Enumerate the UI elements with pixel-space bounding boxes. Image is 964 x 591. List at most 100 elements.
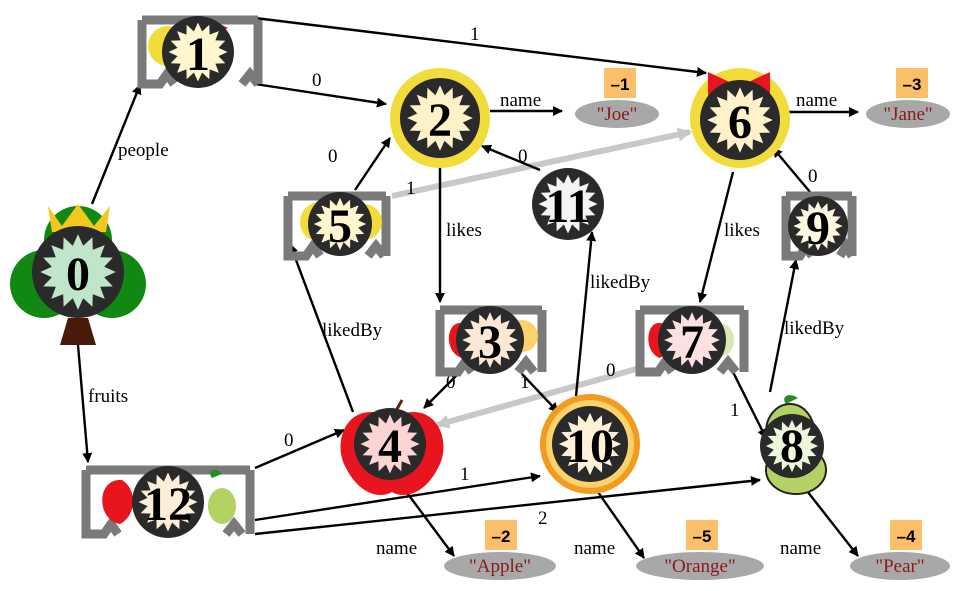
node-starburst bbox=[462, 312, 518, 368]
edge-label: fruits bbox=[88, 386, 128, 407]
edge-9-6 bbox=[772, 147, 811, 193]
edge-label: 0 bbox=[518, 146, 528, 167]
node-label-10: 10 bbox=[566, 420, 614, 473]
edge-4-name bbox=[401, 485, 455, 557]
edge-label: likes bbox=[724, 220, 760, 241]
node-2[interactable] bbox=[400, 78, 480, 158]
edge-0-12 bbox=[76, 344, 93, 463]
edge-label: 0 bbox=[284, 430, 294, 451]
node-label-6: 6 bbox=[728, 96, 752, 149]
node-label-4: 4 bbox=[378, 420, 402, 473]
edge-label: name bbox=[574, 538, 615, 559]
edge-label: likedBy bbox=[590, 272, 651, 293]
edge-label: name bbox=[780, 538, 821, 559]
edge-3-10 bbox=[521, 373, 559, 413]
edge-11-2 bbox=[481, 144, 541, 172]
edge-label: 0 bbox=[606, 360, 616, 381]
node-1[interactable] bbox=[162, 16, 234, 88]
node-label-1: 1 bbox=[186, 28, 210, 81]
node-label-3: 3 bbox=[478, 316, 502, 369]
node-starburst bbox=[765, 419, 819, 473]
node-starburst bbox=[168, 22, 228, 82]
edge-label: people bbox=[118, 140, 169, 161]
node-label-11: 11 bbox=[545, 180, 590, 233]
edges bbox=[76, 16, 859, 559]
edge-label: 1 bbox=[460, 464, 470, 485]
edge-12-4 bbox=[254, 428, 345, 470]
value-id-badge: –2 bbox=[492, 527, 511, 546]
node-label-0: 0 bbox=[66, 248, 90, 301]
edge-0-1 bbox=[90, 84, 142, 205]
value-id-badge: –1 bbox=[611, 75, 630, 94]
array-frame bbox=[435, 305, 547, 377]
node-starburst bbox=[538, 174, 598, 234]
node-4[interactable] bbox=[354, 408, 426, 480]
value-node: –1 "Joe" bbox=[575, 68, 659, 128]
value-id-badge: –5 bbox=[693, 527, 712, 546]
crown-icon bbox=[48, 204, 110, 232]
array-frame bbox=[781, 191, 857, 261]
value-string: "Orange" bbox=[664, 556, 735, 577]
node-8[interactable] bbox=[760, 414, 824, 478]
edge-label: likedBy bbox=[784, 318, 845, 339]
node-labels: 0 1 2 3 4 5 6 7 8 9 10 11 12 bbox=[66, 28, 830, 531]
array-frame bbox=[283, 191, 391, 261]
node-starburst bbox=[40, 234, 116, 310]
node-9[interactable] bbox=[788, 196, 848, 256]
edge-label: name bbox=[500, 90, 541, 111]
edge-3-4 bbox=[423, 373, 459, 409]
edge-8-9 bbox=[768, 259, 800, 393]
node-10[interactable] bbox=[552, 406, 628, 482]
edge-1-6 bbox=[254, 16, 707, 77]
edge-label: 0 bbox=[312, 70, 322, 91]
value-string: "Joe" bbox=[597, 104, 638, 125]
node-6[interactable] bbox=[700, 80, 780, 160]
value-id-badge: –4 bbox=[897, 527, 916, 546]
node-label-9: 9 bbox=[806, 202, 830, 255]
node-3[interactable] bbox=[456, 306, 524, 374]
edge-label: 1 bbox=[730, 400, 740, 421]
node-7[interactable] bbox=[658, 306, 726, 374]
node-label-8: 8 bbox=[780, 420, 804, 473]
array-frame bbox=[635, 305, 749, 377]
edge-5-6 bbox=[391, 127, 692, 199]
node-label-7: 7 bbox=[680, 316, 704, 369]
array-frame bbox=[81, 465, 255, 539]
node-starburst bbox=[793, 201, 843, 251]
edge-label: 0 bbox=[446, 372, 456, 393]
node-starburst bbox=[664, 312, 720, 368]
node-starburst bbox=[707, 87, 773, 153]
edge-label: 2 bbox=[538, 508, 548, 529]
node-starburst bbox=[313, 197, 367, 251]
node-12[interactable] bbox=[132, 466, 204, 538]
edge-12-10 bbox=[254, 472, 541, 522]
edge-12-8 bbox=[254, 475, 761, 536]
node-starburst bbox=[360, 414, 420, 474]
edge-label: name bbox=[376, 538, 417, 559]
value-string: "Apple" bbox=[469, 556, 531, 577]
node-starburst bbox=[558, 412, 622, 476]
edge-label: 1 bbox=[470, 24, 480, 45]
node-starburst bbox=[407, 85, 473, 151]
edge-label: 0 bbox=[328, 146, 338, 167]
node-label-2: 2 bbox=[428, 94, 452, 147]
edge-10-11 bbox=[574, 231, 597, 397]
edge-label: 1 bbox=[520, 372, 530, 393]
value-id-badge: –3 bbox=[903, 75, 922, 94]
node-11[interactable] bbox=[532, 168, 604, 240]
node-5[interactable] bbox=[308, 192, 372, 256]
edge-labels: people fruits 0 1 name likes name likes … bbox=[88, 24, 845, 559]
array-frame bbox=[137, 15, 263, 89]
node-label-5: 5 bbox=[328, 200, 352, 253]
node-0[interactable] bbox=[32, 226, 124, 318]
edge-8-name bbox=[799, 481, 859, 557]
value-string: "Jane" bbox=[883, 104, 932, 125]
edge-label: likes bbox=[446, 220, 482, 241]
value-node: –2 "Apple" bbox=[444, 520, 556, 580]
edge-7-4 bbox=[435, 365, 641, 429]
edge-label: likedBy bbox=[322, 320, 383, 341]
node-discs bbox=[32, 16, 848, 538]
value-node: –4 "Pear" bbox=[850, 520, 950, 580]
edge-label: 0 bbox=[808, 166, 818, 187]
